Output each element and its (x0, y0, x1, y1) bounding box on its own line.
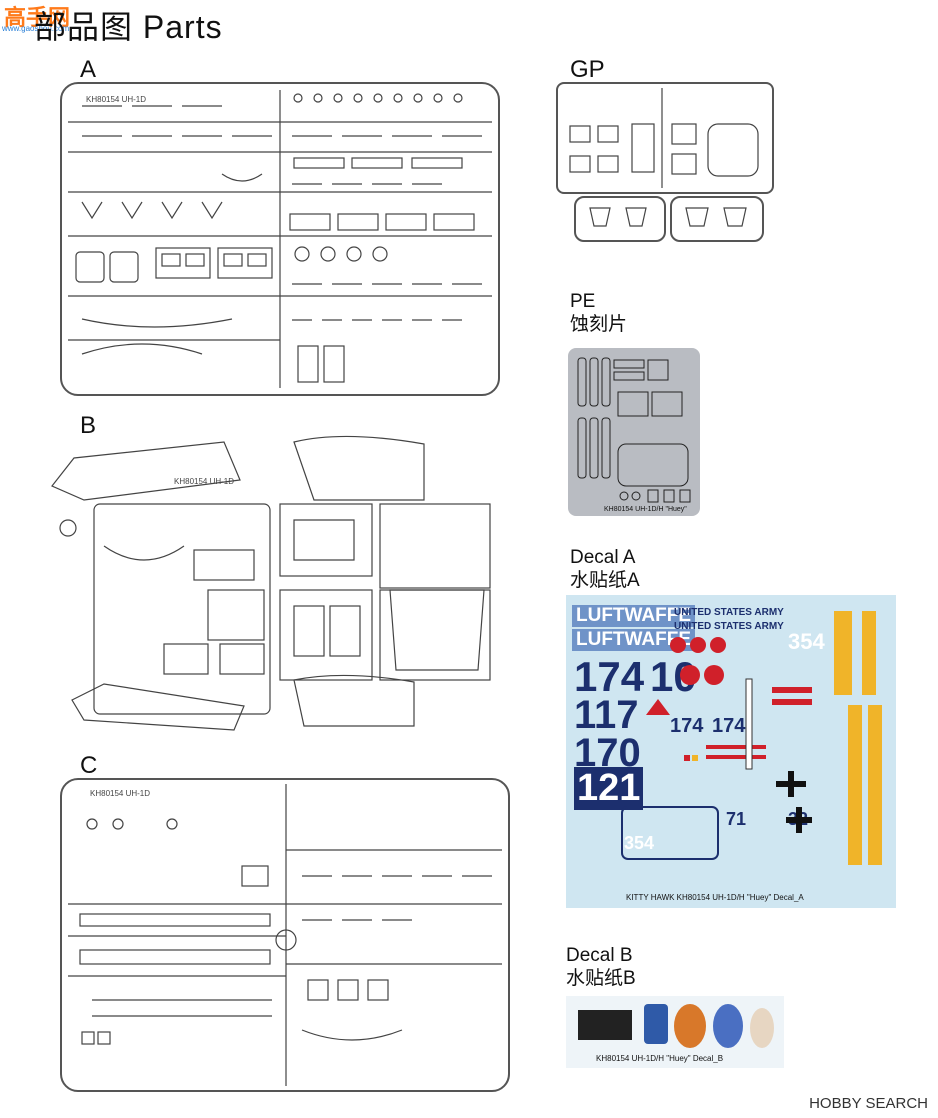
pe-label-cn: 蚀刻片 (570, 314, 628, 335)
decal-a-number-71: 71 (726, 809, 747, 829)
decal-b-sheet: KH80154 UH-1D/H "Huey" Decal_B (566, 996, 784, 1068)
pe-label: PE 蚀刻片 (570, 290, 627, 336)
pe-code: KH80154 UH-1D/H "Huey" (604, 506, 687, 513)
sprue-a-label: A (80, 56, 97, 83)
sprue-a-drawing: KH80154 UH-1D (68, 90, 492, 388)
sprue-gp-window-1 (574, 196, 666, 242)
pe-label-en: PE (570, 291, 596, 312)
decal-a-label: Decal A 水贴纸A (570, 546, 640, 592)
decal-a-army-1: UNITED STATES ARMY (674, 607, 784, 618)
decal-a-label-cn: 水贴纸A (570, 570, 640, 591)
decal-a-number-174: 174 (574, 653, 645, 700)
watermark-text: 高手网 (4, 6, 71, 31)
decal-b-label-cn: 水贴纸B (566, 968, 636, 989)
decal-a-sheet: LUFTWAFFE LUFTWAFFE UNITED STATES ARMY U… (566, 595, 896, 908)
decal-b-artwork (578, 1004, 774, 1048)
sprue-gp (556, 82, 774, 194)
sprue-b-label: B (80, 412, 97, 439)
decal-a-number-174c: 174 (712, 715, 746, 737)
decal-a-markings (621, 611, 882, 865)
sprue-a-code: KH80154 UH-1D (86, 95, 146, 104)
sprue-c-drawing: KH80154 UH-1D (68, 784, 502, 1086)
decal-a-army-2: UNITED STATES ARMY (674, 621, 784, 632)
sprue-b: KH80154 UH-1D (44, 430, 500, 736)
decal-b-label: Decal B 水贴纸B (566, 944, 636, 990)
decal-a-number-117: 117 (574, 693, 639, 737)
decal-b-label-en: Decal B (566, 945, 633, 966)
sprue-a: KH80154 UH-1D (60, 82, 500, 396)
decal-a-luftwaffe-1: LUFTWAFFE (572, 605, 696, 627)
page-title: 部品图 Parts (34, 9, 223, 45)
decal-a-luftwaffe-2: LUFTWAFFE (572, 629, 696, 651)
hobby-search-logo: HOBBY SEARCH (809, 1095, 928, 1112)
sprue-b-code: KH80154 UH-1D (174, 477, 234, 486)
decal-a-number-354: 354 (788, 629, 825, 654)
sprue-c-label: C (80, 752, 98, 779)
sprue-b-drawing: KH80154 UH-1D (51, 435, 491, 731)
decal-a-footer: KITTY HAWK KH80154 UH-1D/H "Huey" Decal_… (626, 893, 804, 902)
sprue-gp-window-2 (670, 196, 764, 242)
watermark-sub: www.gaoshou.com (2, 24, 70, 33)
decal-a-number-121: 121 (574, 767, 644, 810)
pe-fret-drawing: KH80154 UH-1D/H "Huey" (577, 357, 691, 513)
sprue-gp-drawing (569, 88, 759, 188)
watermark-logo: 高手网 www.gaoshou.com (0, 0, 70, 34)
decal-a-label-en: Decal A (570, 547, 636, 568)
sprue-c: KH80154 UH-1D (60, 778, 510, 1092)
sprue-c-code: KH80154 UH-1D (90, 789, 150, 798)
decal-a-number-354b: 354 (624, 833, 655, 853)
decal-a-number-174b: 174 (670, 715, 704, 737)
decal-b-footer: KH80154 UH-1D/H "Huey" Decal_B (596, 1054, 724, 1063)
pe-fret: KH80154 UH-1D/H "Huey" (568, 348, 700, 516)
sprue-gp-label: GP (570, 56, 605, 83)
